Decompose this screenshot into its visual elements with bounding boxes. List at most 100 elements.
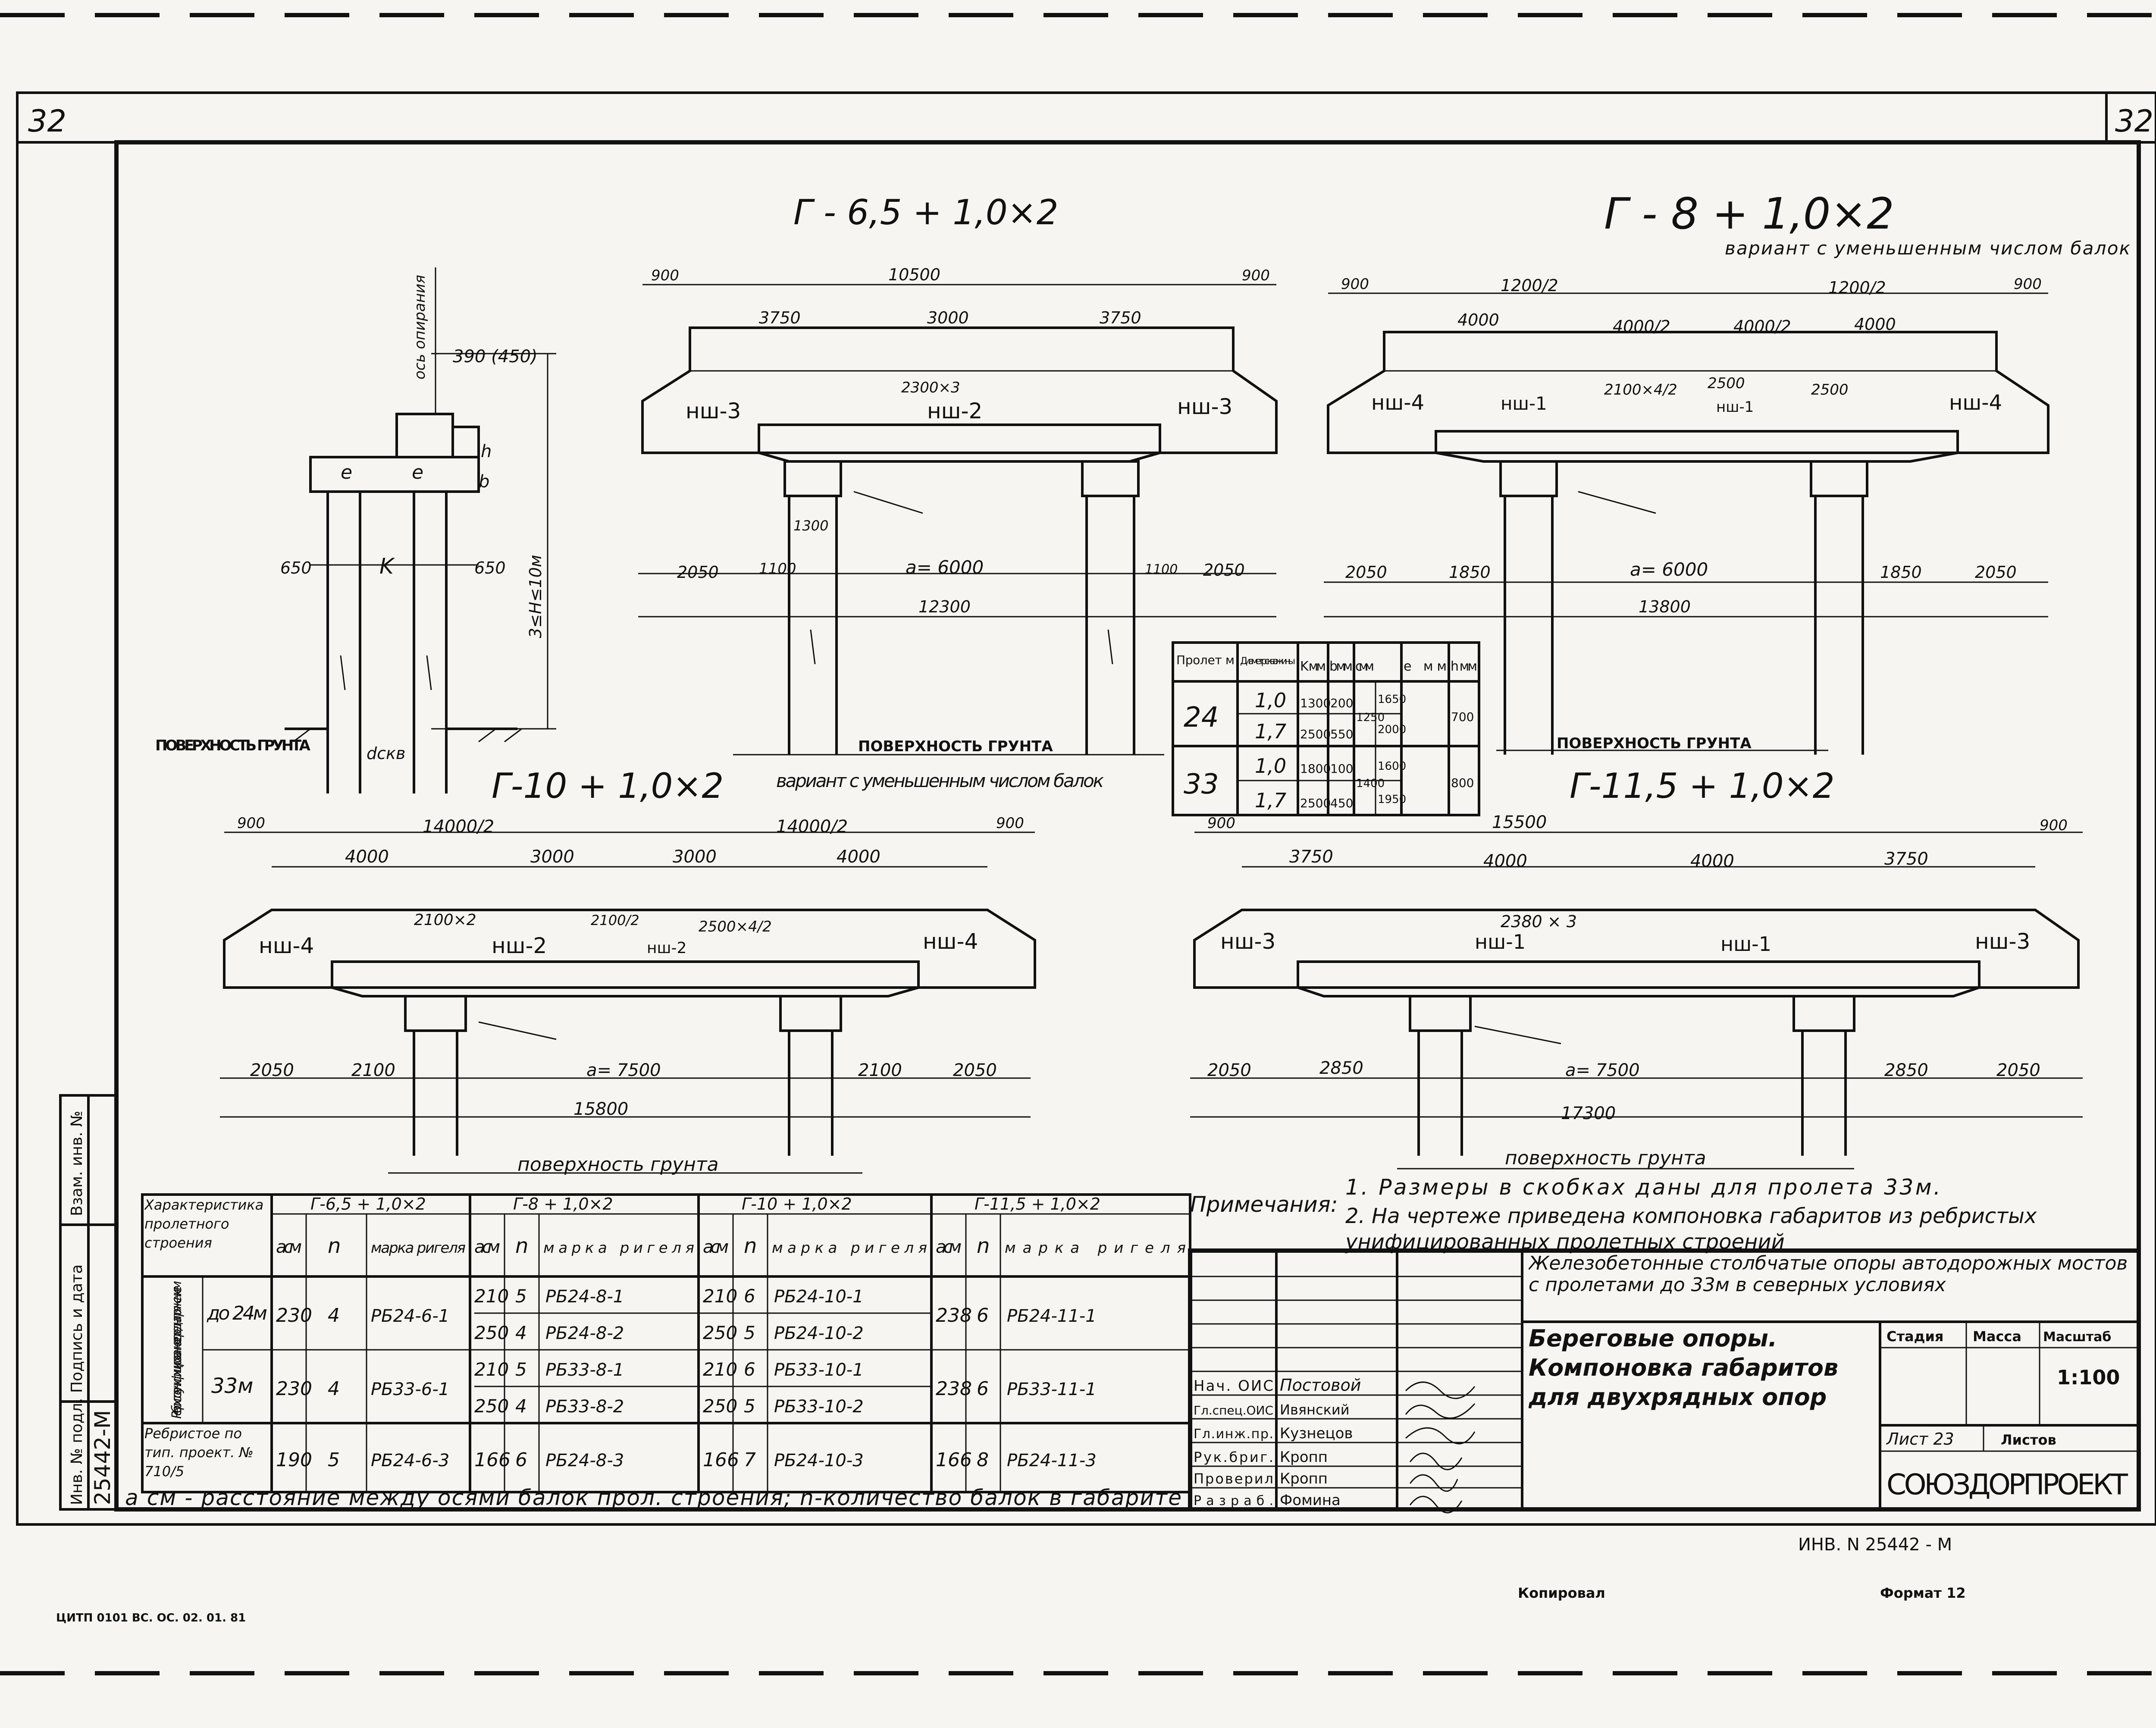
pile-r1-d1: 1,0	[1255, 689, 1286, 712]
beam-char-header-wrapper: Характеристика пролетного строения	[144, 1197, 264, 1251]
beam-footnote: a см - расстояние между осями балок прол…	[125, 1485, 1181, 1510]
g65-d12300: 12300	[918, 597, 971, 616]
tb-project-wrapper: Железобетонные столбчатые опоры автодоро…	[1529, 1253, 2128, 1296]
beam-r24-a2a: 210	[474, 1286, 509, 1307]
tb-name-0: Постовой	[1280, 1376, 1361, 1395]
pile-th-e: e мм	[1404, 659, 1447, 674]
beam-r24-n1: 4	[328, 1305, 340, 1327]
beam-r33-a4: 238	[936, 1378, 972, 1400]
tb-stage: Стадия	[1887, 1328, 1943, 1345]
tb-role-1: Гл.спец.ОИС	[1194, 1403, 1273, 1418]
pile-th-h: h мм	[1451, 659, 1477, 674]
g115-nsh1-b: нш-1	[1720, 932, 1771, 956]
beam-typ-label-wrapper: Ребристое по тип. проект. № 710/5	[144, 1425, 254, 1480]
g10-nsh4-left: нш-4	[259, 933, 314, 958]
beam-rt-m2: РБ24-8-3	[545, 1451, 624, 1471]
g8-d2050-left: 2050	[1345, 563, 1387, 582]
beam-rt-n1: 5	[328, 1449, 340, 1471]
pile-r2-k1: 1800	[1300, 762, 1331, 776]
pile-r1-k1: 1300	[1300, 696, 1331, 710]
pile-r2-e2: 1950	[1378, 793, 1406, 806]
beam-sub-m-1: марка ригеля	[371, 1239, 466, 1257]
beam-r24-n3a: 6	[744, 1286, 755, 1307]
g65-d2050-left: 2050	[677, 563, 719, 582]
g115-d3750-right: 3750	[1884, 849, 1928, 869]
sheet-number-right: 32	[2115, 103, 2153, 139]
pile-th-c: c мм	[1355, 659, 1374, 674]
copied-label: Копировал	[1518, 1585, 1605, 1601]
g10-nsh2-a: нш-2	[492, 933, 547, 958]
tb-project: Железобетонные столбчатые опоры автодоро…	[1529, 1253, 2128, 1296]
g115-nsh3-right: нш-3	[1975, 929, 2030, 954]
pier-axis-label: ось опирания	[411, 275, 429, 379]
pier-dim-650-right: 650	[474, 558, 506, 577]
beam-sub-m-3: марка ригеля	[772, 1239, 927, 1257]
tb-role-3: Рук.бриг.	[1194, 1449, 1273, 1465]
beam-sub-n-2: n	[515, 1234, 528, 1258]
section-g65-title: Г - 6,5 + 1,0×2	[793, 192, 1059, 232]
pile-r2-b1: 100	[1330, 762, 1353, 776]
tb-role-4: Проверил	[1194, 1471, 1273, 1487]
beam-r33-m2b: РБ33-8-2	[545, 1397, 624, 1417]
pile-r1-c: 1250	[1356, 711, 1385, 724]
beam-group-g65: Г-6,5 + 1,0×2	[310, 1195, 426, 1214]
pier-dim-top: 390 (450)	[453, 347, 538, 367]
pier-height-label: 3≤H≤10м	[526, 555, 545, 638]
g115-d4000-b: 4000	[1690, 851, 1734, 871]
g8-d2500-a: 2500	[1708, 375, 1745, 392]
signatures	[1405, 1381, 1476, 1514]
pile-r1-h: 700	[1451, 710, 1474, 724]
g8-ground: ПОВЕРХНОСТЬ ГРУНТА	[1557, 735, 1752, 752]
tb-name-2: Кузнецов	[1280, 1425, 1353, 1442]
beam-sub-n-1: n	[328, 1234, 341, 1258]
beam-r33-m1: РБ33-6-1	[371, 1380, 449, 1399]
beam-r33-m3a: РБ33-10-1	[774, 1360, 864, 1380]
pier-detail-drawing	[285, 267, 556, 793]
beam-char-header: Характеристика пролетного строения	[144, 1197, 264, 1251]
tb-name-3: Кропп	[1280, 1449, 1328, 1466]
g115-d900-left: 900	[1207, 815, 1235, 832]
g115-d2850-left: 2850	[1319, 1058, 1363, 1078]
sheet-number-left: 32	[28, 103, 66, 139]
beam-rt-a3: 166	[703, 1449, 739, 1471]
g8-d900-left: 900	[1341, 276, 1369, 293]
section-g10-drawing	[220, 831, 1036, 1174]
g115-ground: поверхность грунта	[1505, 1147, 1706, 1169]
g65-d1300: 1300	[793, 517, 828, 534]
g8-d2100x4: 2100×4/2	[1604, 381, 1677, 398]
pile-th-span: Пролет м	[1176, 653, 1235, 667]
beam-rt-n2: 6	[515, 1449, 527, 1471]
g8-d900-right: 900	[2014, 276, 2042, 293]
tb-org: СОЮЗДОРПРОЕКТ	[1887, 1468, 2128, 1501]
g65-d2050-right: 2050	[1203, 561, 1245, 580]
beam-r24-a4: 238	[936, 1305, 972, 1327]
g10-d2050-left: 2050	[250, 1060, 294, 1080]
side-stamp-vzam: Взам. инв. №	[68, 1111, 86, 1216]
section-g115-drawing	[1190, 831, 2083, 1170]
format-label: Формат 12	[1880, 1585, 1966, 1601]
pile-r1-e2: 2000	[1378, 723, 1406, 736]
tb-scale: 1:100	[2057, 1366, 2120, 1389]
beam-sub-m-4: марка ригеля	[1005, 1239, 1186, 1257]
g65-d1100-left: 1100	[759, 560, 796, 577]
beam-r33-a2b: 250	[474, 1396, 509, 1417]
g10-d15800: 15800	[573, 1099, 628, 1119]
beam-r24-a3b: 250	[703, 1322, 737, 1343]
beam-rt-m3: РБ24-10-3	[774, 1451, 864, 1471]
g115-d2050-right: 2050	[1996, 1060, 2040, 1080]
beam-r33-a1: 230	[276, 1378, 312, 1400]
beam-group-g8: Г-8 + 1,0×2	[513, 1195, 613, 1214]
beam-sub-n-4: n	[977, 1234, 990, 1258]
pile-r2-d1: 1,0	[1255, 754, 1286, 778]
tb-sheet: Лист 23	[1886, 1430, 1954, 1449]
pier-dskv-label: dскв	[367, 744, 405, 763]
beam-rt-a1: 190	[276, 1449, 312, 1471]
title-block-grid	[1188, 1248, 2141, 1512]
tb-mass: Масса	[1973, 1328, 2021, 1345]
side-stamp-podpis: Подпись и дата	[68, 1264, 86, 1393]
g8-d4000-c: 4000/2	[1733, 317, 1791, 336]
beam-span33: 33м	[211, 1374, 253, 1398]
tb-role-2: Гл.инж.пр.	[1194, 1427, 1273, 1442]
tb-drawing-wrapper: Береговые опоры. Компоновка габаритов дл…	[1529, 1325, 1838, 1411]
g8-nsh4-left: нш-4	[1371, 391, 1424, 415]
